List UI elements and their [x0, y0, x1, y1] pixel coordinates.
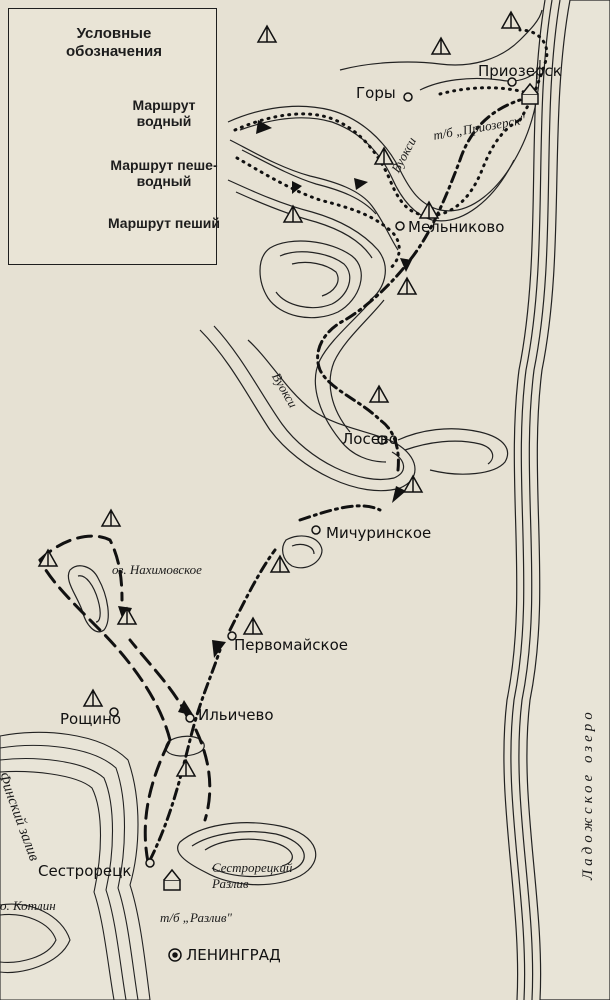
town-markers: [109, 77, 517, 962]
town-roshchino: Рощино: [60, 710, 122, 728]
town-losevo: Лосево: [342, 430, 398, 448]
route-arrow-icon: [118, 120, 412, 716]
route-water: [233, 28, 549, 272]
tent-icon: [37, 10, 522, 777]
ladoga-lake: [503, 0, 610, 1000]
water-nakhimovskoe: оз. Нахимовское: [112, 562, 202, 577]
legend-water-walk-route: Маршрут пеше-водный: [110, 157, 218, 189]
legend-title: Условные обозначения: [66, 25, 162, 60]
base-razliv: т/б „Разлив": [160, 910, 232, 925]
razliv-lake: [177, 822, 317, 886]
small-lakes: [67, 535, 323, 757]
city-leningrad: ЛЕНИНГРАД: [186, 946, 281, 964]
water-ladoga: Ладожское озеро: [580, 708, 596, 880]
town-ilichevo: Ильичево: [198, 706, 274, 724]
legend-walk-route: Маршрут пеший: [107, 215, 221, 231]
town-michurinskoe: Мичуринское: [326, 524, 432, 542]
town-melnikovo: Мельниково: [408, 218, 505, 236]
gulf-of-finland: [0, 731, 151, 1000]
route-water-walk: [148, 98, 522, 862]
town-priozersk: Приозерск: [478, 62, 562, 80]
water-kotlin: о. Котлин: [0, 898, 56, 913]
legend-water-route: Маршрут водный: [132, 97, 196, 129]
water-razliv: Сестрорецкий Разлив: [212, 860, 293, 891]
legend: Условные обозначения Маршрут водный Марш…: [8, 8, 220, 265]
town-pervomaiskoe: Первомайское: [234, 636, 349, 654]
town-sestroretsk: Сестрорецк: [38, 862, 132, 880]
town-gory: Горы: [356, 84, 396, 102]
route-walk: [38, 534, 212, 864]
vuoksi-river: [227, 9, 543, 463]
tourist-base-icon: [163, 82, 539, 891]
